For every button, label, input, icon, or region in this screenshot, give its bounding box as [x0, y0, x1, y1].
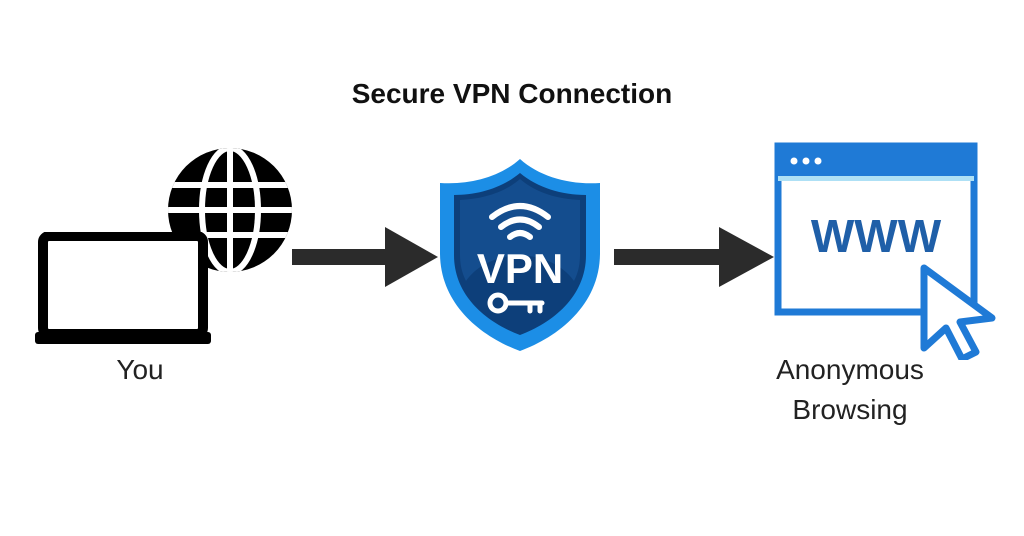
- anonymous-label-line2: Browsing: [792, 394, 908, 425]
- diagram-title: Secure VPN Connection: [351, 78, 673, 109]
- anonymous-browsing-label: Anonymous Browsing: [740, 350, 960, 430]
- vpn-text: VPN: [477, 245, 563, 292]
- arrow-right-icon: [614, 227, 774, 287]
- anonymous-label-line1: Anonymous: [776, 354, 924, 385]
- wifi-icon: [489, 203, 551, 240]
- browser-window-icon: WWW: [774, 142, 996, 360]
- key-icon: [487, 292, 545, 314]
- arrow-right-icon: [292, 227, 438, 287]
- cursor-icon: [920, 264, 996, 360]
- www-text: WWW: [811, 210, 942, 262]
- you-label: You: [116, 354, 164, 385]
- laptop-icon: [35, 232, 211, 344]
- vpn-shield-icon: VPN: [440, 159, 600, 351]
